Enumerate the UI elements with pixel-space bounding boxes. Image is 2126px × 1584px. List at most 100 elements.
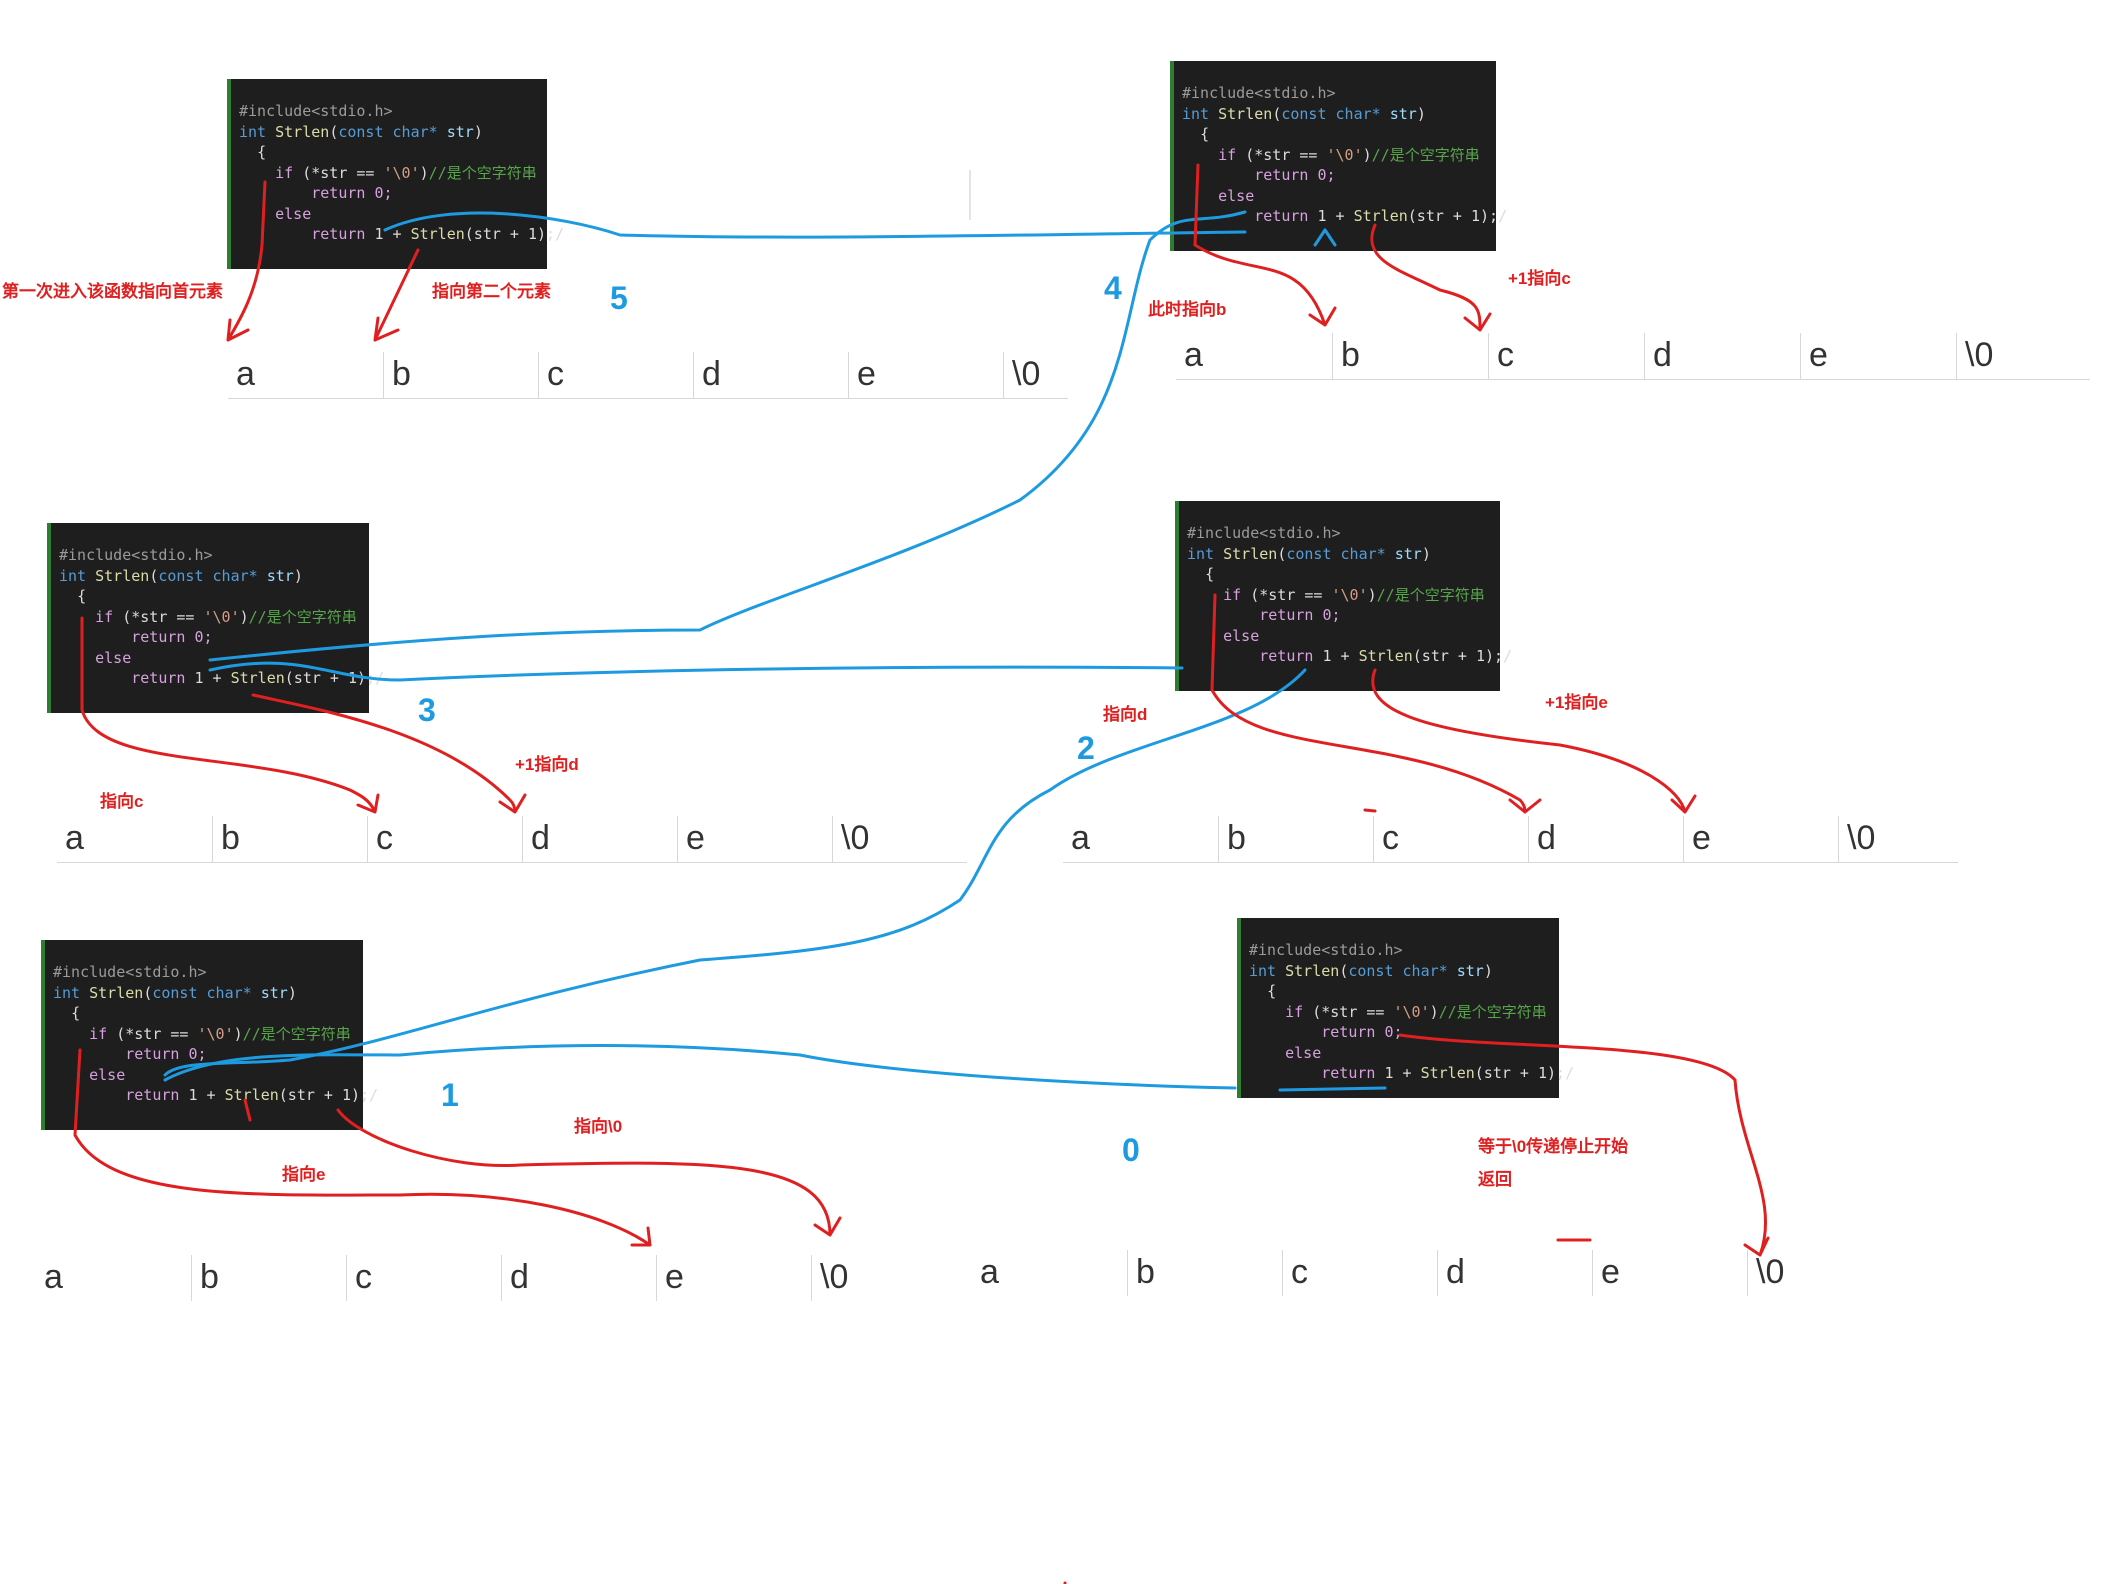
sig-kw: int <box>53 983 81 1002</box>
code-snippet-1: #include<stdio.h> int Strlen(const char*… <box>41 940 378 1130</box>
array-cell: \0 <box>832 816 967 862</box>
if-close: ) <box>239 607 249 626</box>
return-kw: return <box>1254 207 1309 225</box>
note-point-nul: 指向\0 <box>574 1117 623 1136</box>
array-cell: e <box>848 352 1003 398</box>
return-fn: Strlen <box>1353 207 1408 225</box>
code-snippet-5: #include<stdio.h> int Strlen(const char*… <box>227 79 564 269</box>
brace: { <box>257 143 267 161</box>
array-cell: d <box>501 1255 656 1301</box>
include-line: #include<stdio.h> <box>1182 84 1336 102</box>
return-expr: 1 + <box>185 669 231 687</box>
array-cell: \0 <box>811 1255 916 1301</box>
sig-fn: Strlen <box>95 566 150 585</box>
else-kw: else <box>89 1065 126 1084</box>
return-args: (str + 1);/ <box>464 225 565 243</box>
sig-char: char* <box>206 983 252 1002</box>
array-cell: d <box>1644 333 1800 379</box>
array-cell: a <box>1071 819 1090 857</box>
array-cell: c <box>367 816 522 862</box>
sig-kw: int <box>239 122 267 141</box>
return-expr: 1 + <box>1313 647 1359 665</box>
step-number-2: 2 <box>1077 730 1095 766</box>
if-cond: (*str == <box>1245 145 1327 164</box>
note-stop-line1: 等于\0传递停止开始 <box>1478 1137 1629 1156</box>
if-cond: (*str == <box>116 1024 198 1043</box>
if-close: ) <box>419 163 429 182</box>
return-fn: Strlen <box>224 1086 279 1104</box>
brace: { <box>1200 125 1210 143</box>
code-snippet-3: #include<stdio.h> int Strlen(const char*… <box>47 523 384 713</box>
sig-char: char* <box>212 566 258 585</box>
sig-param: str <box>1456 961 1484 980</box>
if-lit: '\0' <box>1393 1002 1430 1021</box>
sig-kw: int <box>1187 544 1215 563</box>
array-cell: d <box>522 816 677 862</box>
brace: { <box>77 587 87 605</box>
if-comment: //是个空字符串 <box>242 1024 351 1043</box>
array-cell: e <box>1800 333 1956 379</box>
note-plus1-c: +1指向c <box>1508 269 1571 288</box>
return-zero: return 0; <box>311 184 393 202</box>
note-point-d: 指向d <box>1103 705 1148 724</box>
red-pointer-arrows <box>73 163 1770 1584</box>
include-line: #include<stdio.h> <box>239 102 393 120</box>
if-cond: (*str == <box>302 163 384 182</box>
sig-param: str <box>266 566 294 585</box>
return-zero: return 0; <box>131 628 213 646</box>
array-cell: c <box>1488 333 1644 379</box>
return-args: (str + 1);/ <box>1412 647 1513 665</box>
return-expr: 1 + <box>1375 1064 1421 1082</box>
if-cond: (*str == <box>1250 585 1332 604</box>
sig-fn: Strlen <box>89 983 144 1002</box>
array-cell: b <box>1127 1250 1282 1296</box>
if-close: ) <box>233 1024 243 1043</box>
sig-fn: Strlen <box>275 122 330 141</box>
array-cell: a <box>236 355 255 393</box>
if-kw: if <box>89 1024 108 1043</box>
if-lit: '\0' <box>197 1024 234 1043</box>
code-snippet-4: #include<stdio.h> int Strlen(const char*… <box>1170 61 1507 251</box>
sig-param: str <box>1394 544 1422 563</box>
array-cell: d <box>693 352 848 398</box>
sig-const: const <box>152 983 198 1002</box>
if-close: ) <box>1429 1002 1439 1021</box>
array-row-1: a b c d e \0 <box>36 1255 916 1301</box>
return-zero: return 0; <box>125 1045 207 1063</box>
step-number-1: 1 <box>441 1077 459 1113</box>
sig-const: const <box>1286 544 1332 563</box>
array-cell: e <box>1683 816 1838 862</box>
if-kw: if <box>95 607 114 626</box>
sig-char: char* <box>1402 961 1448 980</box>
sig-const: const <box>158 566 204 585</box>
else-kw: else <box>1218 186 1255 205</box>
sig-char: char* <box>1340 544 1386 563</box>
sig-param: str <box>1389 104 1417 123</box>
sig-const: const <box>1281 104 1327 123</box>
array-cell: a <box>980 1253 999 1291</box>
array-cell: b <box>1332 333 1488 379</box>
sig-const: const <box>338 122 384 141</box>
if-comment: //是个空字符串 <box>428 163 537 182</box>
sig-fn: Strlen <box>1223 544 1278 563</box>
return-zero: return 0; <box>1321 1023 1403 1041</box>
include-line: #include<stdio.h> <box>1187 524 1341 542</box>
array-cell: b <box>212 816 367 862</box>
array-cell: e <box>677 816 832 862</box>
return-expr: 1 + <box>365 225 411 243</box>
array-cell: a <box>1184 336 1203 374</box>
if-comment: //是个空字符串 <box>248 607 357 626</box>
return-fn: Strlen <box>1358 647 1413 665</box>
code-snippet-2: #include<stdio.h> int Strlen(const char*… <box>1175 501 1512 691</box>
array-cell: c <box>1282 1250 1437 1296</box>
array-cell: b <box>383 352 538 398</box>
return-fn: Strlen <box>410 225 465 243</box>
note-plus1-e: +1指向e <box>1545 693 1608 712</box>
code-snippet-0: #include<stdio.h> int Strlen(const char*… <box>1237 918 1574 1098</box>
array-row-2: a b c d e \0 <box>1063 816 1958 863</box>
return-kw: return <box>1259 647 1314 665</box>
step-number-4: 4 <box>1104 270 1122 306</box>
array-cell: b <box>191 1255 346 1301</box>
